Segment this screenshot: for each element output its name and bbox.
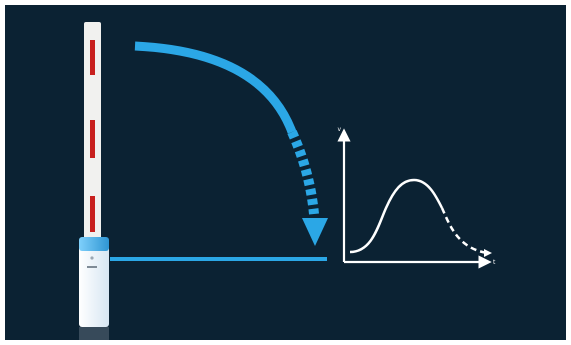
curve-arrowhead: [484, 249, 492, 257]
housing-logo: [87, 266, 97, 268]
boom-arm-stripe: [90, 196, 95, 232]
barrier-cap: [79, 237, 109, 251]
curved-arrow-down-icon: [134, 41, 328, 246]
curve-solid: [349, 178, 444, 254]
housing-light: [90, 256, 94, 260]
curve-dashed: [440, 207, 488, 255]
boom-arm-stripe: [90, 120, 95, 158]
housing-reflection: [79, 327, 109, 340]
boom-arm-stripe: [90, 40, 95, 75]
arrow-arc-dashed: [287, 129, 319, 215]
y-axis-letter: v: [337, 126, 341, 133]
barrier-housing: [79, 242, 109, 327]
x-axis-letter: t: [493, 259, 496, 266]
arrow-head: [302, 218, 328, 246]
bell-curve-graph-icon: v t: [337, 126, 496, 269]
boom-barrier-icon: [79, 22, 109, 340]
arrow-arc-solid: [134, 41, 297, 134]
